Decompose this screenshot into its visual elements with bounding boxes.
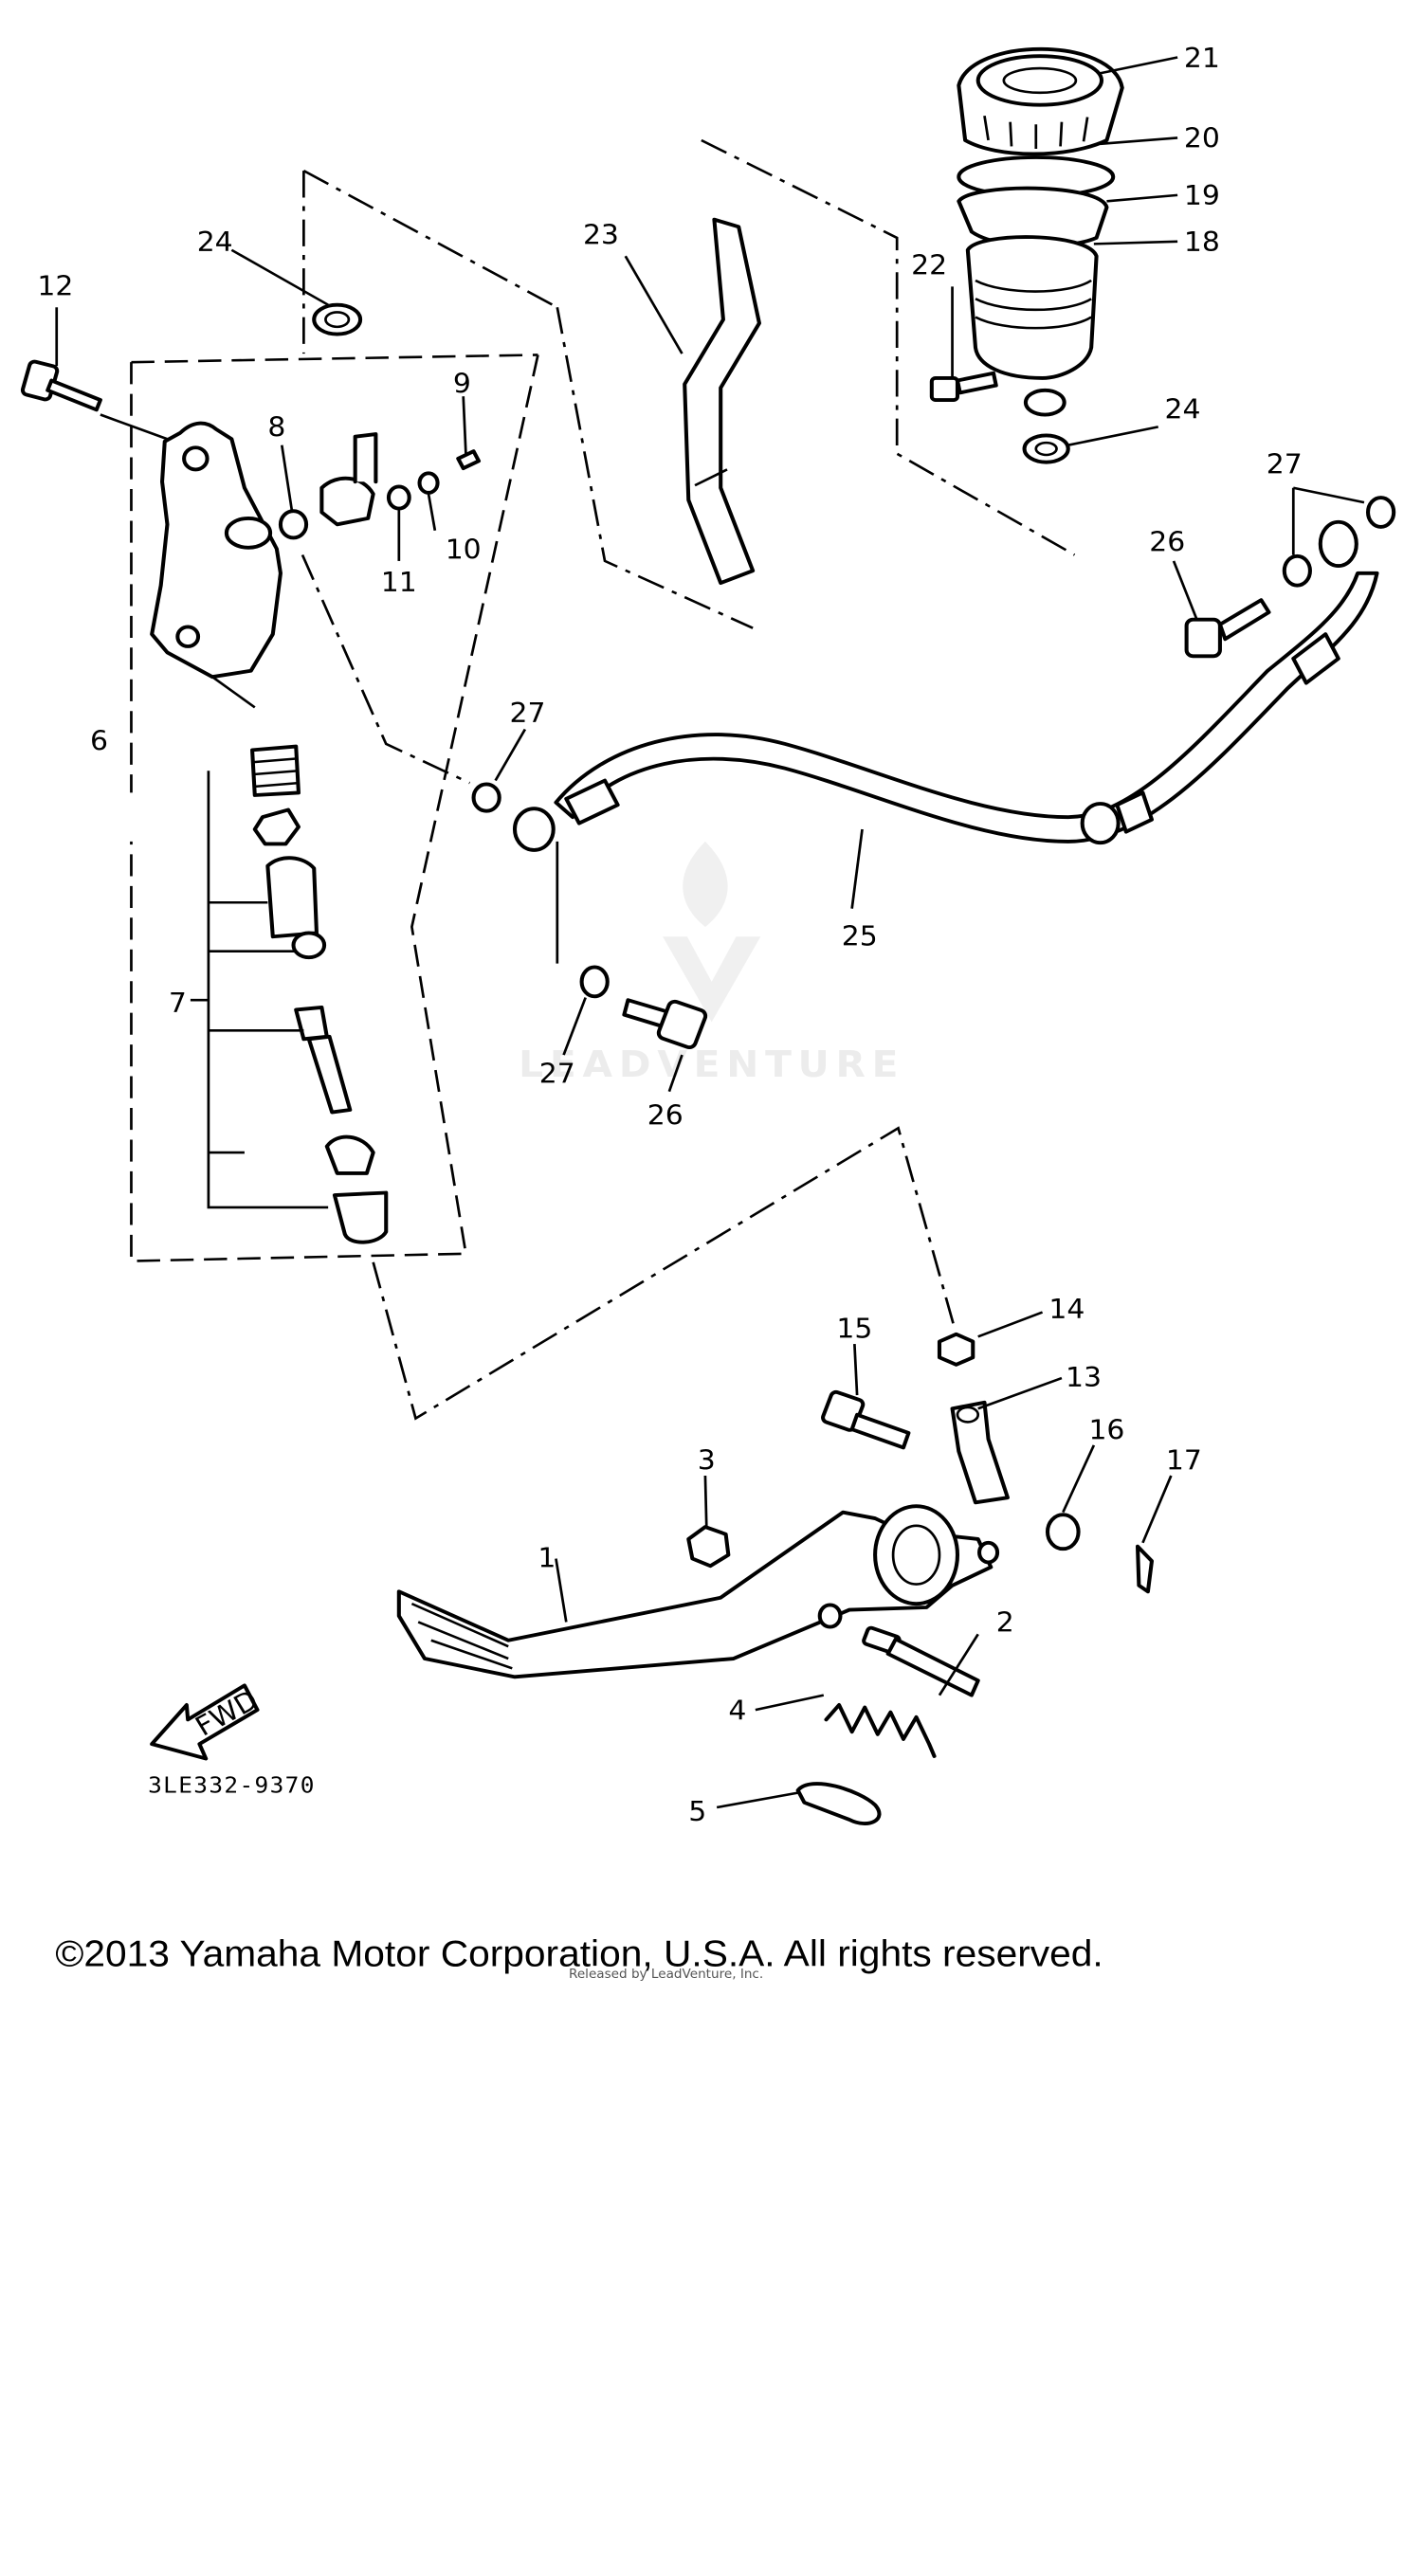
hose-fitting: [278, 432, 482, 540]
pin-2: [862, 1625, 980, 1697]
callout-21: 21: [1184, 43, 1220, 74]
callout-26-right: 26: [1149, 526, 1185, 557]
callout-24-lower: 24: [1165, 393, 1201, 425]
leader-lines: [55, 56, 1365, 1809]
callout-9: 9: [453, 368, 471, 399]
cotter-pin-17: [1135, 1544, 1154, 1594]
fwd-arrow: FWD: [150, 1683, 264, 1761]
callout-14: 14: [1048, 1294, 1085, 1325]
master-cylinder-body: [150, 421, 283, 709]
callout-12: 12: [37, 270, 73, 301]
callout-7: 7: [169, 988, 187, 1019]
callout-17: 17: [1166, 1444, 1202, 1476]
callout-22: 22: [911, 249, 947, 281]
brake-hose: [512, 519, 1379, 852]
reference-code: 3LE332-9370: [148, 1772, 316, 1798]
washers-and-bolts: [471, 496, 1396, 1049]
callout-11: 11: [381, 567, 417, 598]
callout-4: 4: [728, 1695, 746, 1726]
callout-8: 8: [267, 411, 285, 443]
bolt-15: [821, 1389, 911, 1450]
callout-2: 2: [996, 1606, 1014, 1638]
piston-kit: [190, 744, 389, 1244]
nut-14: [937, 1332, 975, 1367]
callout-27-lower: 27: [539, 1058, 575, 1089]
callout-6: 6: [90, 725, 108, 756]
clip-24-upper: [312, 302, 363, 336]
fine-print: Released by LeadVenture, Inc.: [569, 1968, 763, 1982]
callout-19: 19: [1184, 180, 1220, 211]
watermark: LEADVENTURE: [519, 841, 904, 1086]
nut-3: [686, 1525, 731, 1569]
boot-5: [795, 1782, 882, 1825]
assembly-outlines: [130, 138, 1076, 1421]
callout-labels: 1 2 3 4 5 6 7 8 9 10 11 12 13 14 15 16 1…: [37, 43, 1302, 1827]
callout-1: 1: [538, 1542, 556, 1573]
brake-pedal: [396, 1504, 1000, 1679]
callout-10: 10: [446, 534, 482, 565]
hose-23: [683, 217, 761, 586]
callout-27-upper: 27: [510, 698, 546, 729]
bolt-22: [929, 371, 998, 403]
callout-15: 15: [836, 1313, 872, 1344]
callout-25: 25: [842, 920, 878, 952]
callout-23: 23: [583, 219, 619, 250]
callout-27-right: 27: [1267, 448, 1303, 480]
callout-13: 13: [1066, 1362, 1102, 1393]
callout-5: 5: [688, 1796, 706, 1827]
washer-16: [1045, 1513, 1081, 1551]
reservoir: [957, 46, 1124, 417]
clip-24-lower: [1022, 433, 1070, 464]
callout-20: 20: [1184, 122, 1220, 154]
callout-18: 18: [1184, 227, 1220, 258]
callout-26-lower: 26: [647, 1099, 684, 1131]
callout-24-upper: 24: [197, 227, 233, 258]
fwd-label: FWD: [190, 1684, 264, 1743]
spring-4: [824, 1703, 937, 1758]
callout-3: 3: [698, 1444, 716, 1476]
clevis-13: [950, 1400, 1010, 1505]
watermark-text: LEADVENTURE: [519, 1043, 904, 1086]
bolt-12: [20, 359, 102, 412]
copyright-text: ©2013 Yamaha Motor Corporation, U.S.A. A…: [55, 1933, 1103, 1974]
callout-16: 16: [1088, 1414, 1124, 1445]
